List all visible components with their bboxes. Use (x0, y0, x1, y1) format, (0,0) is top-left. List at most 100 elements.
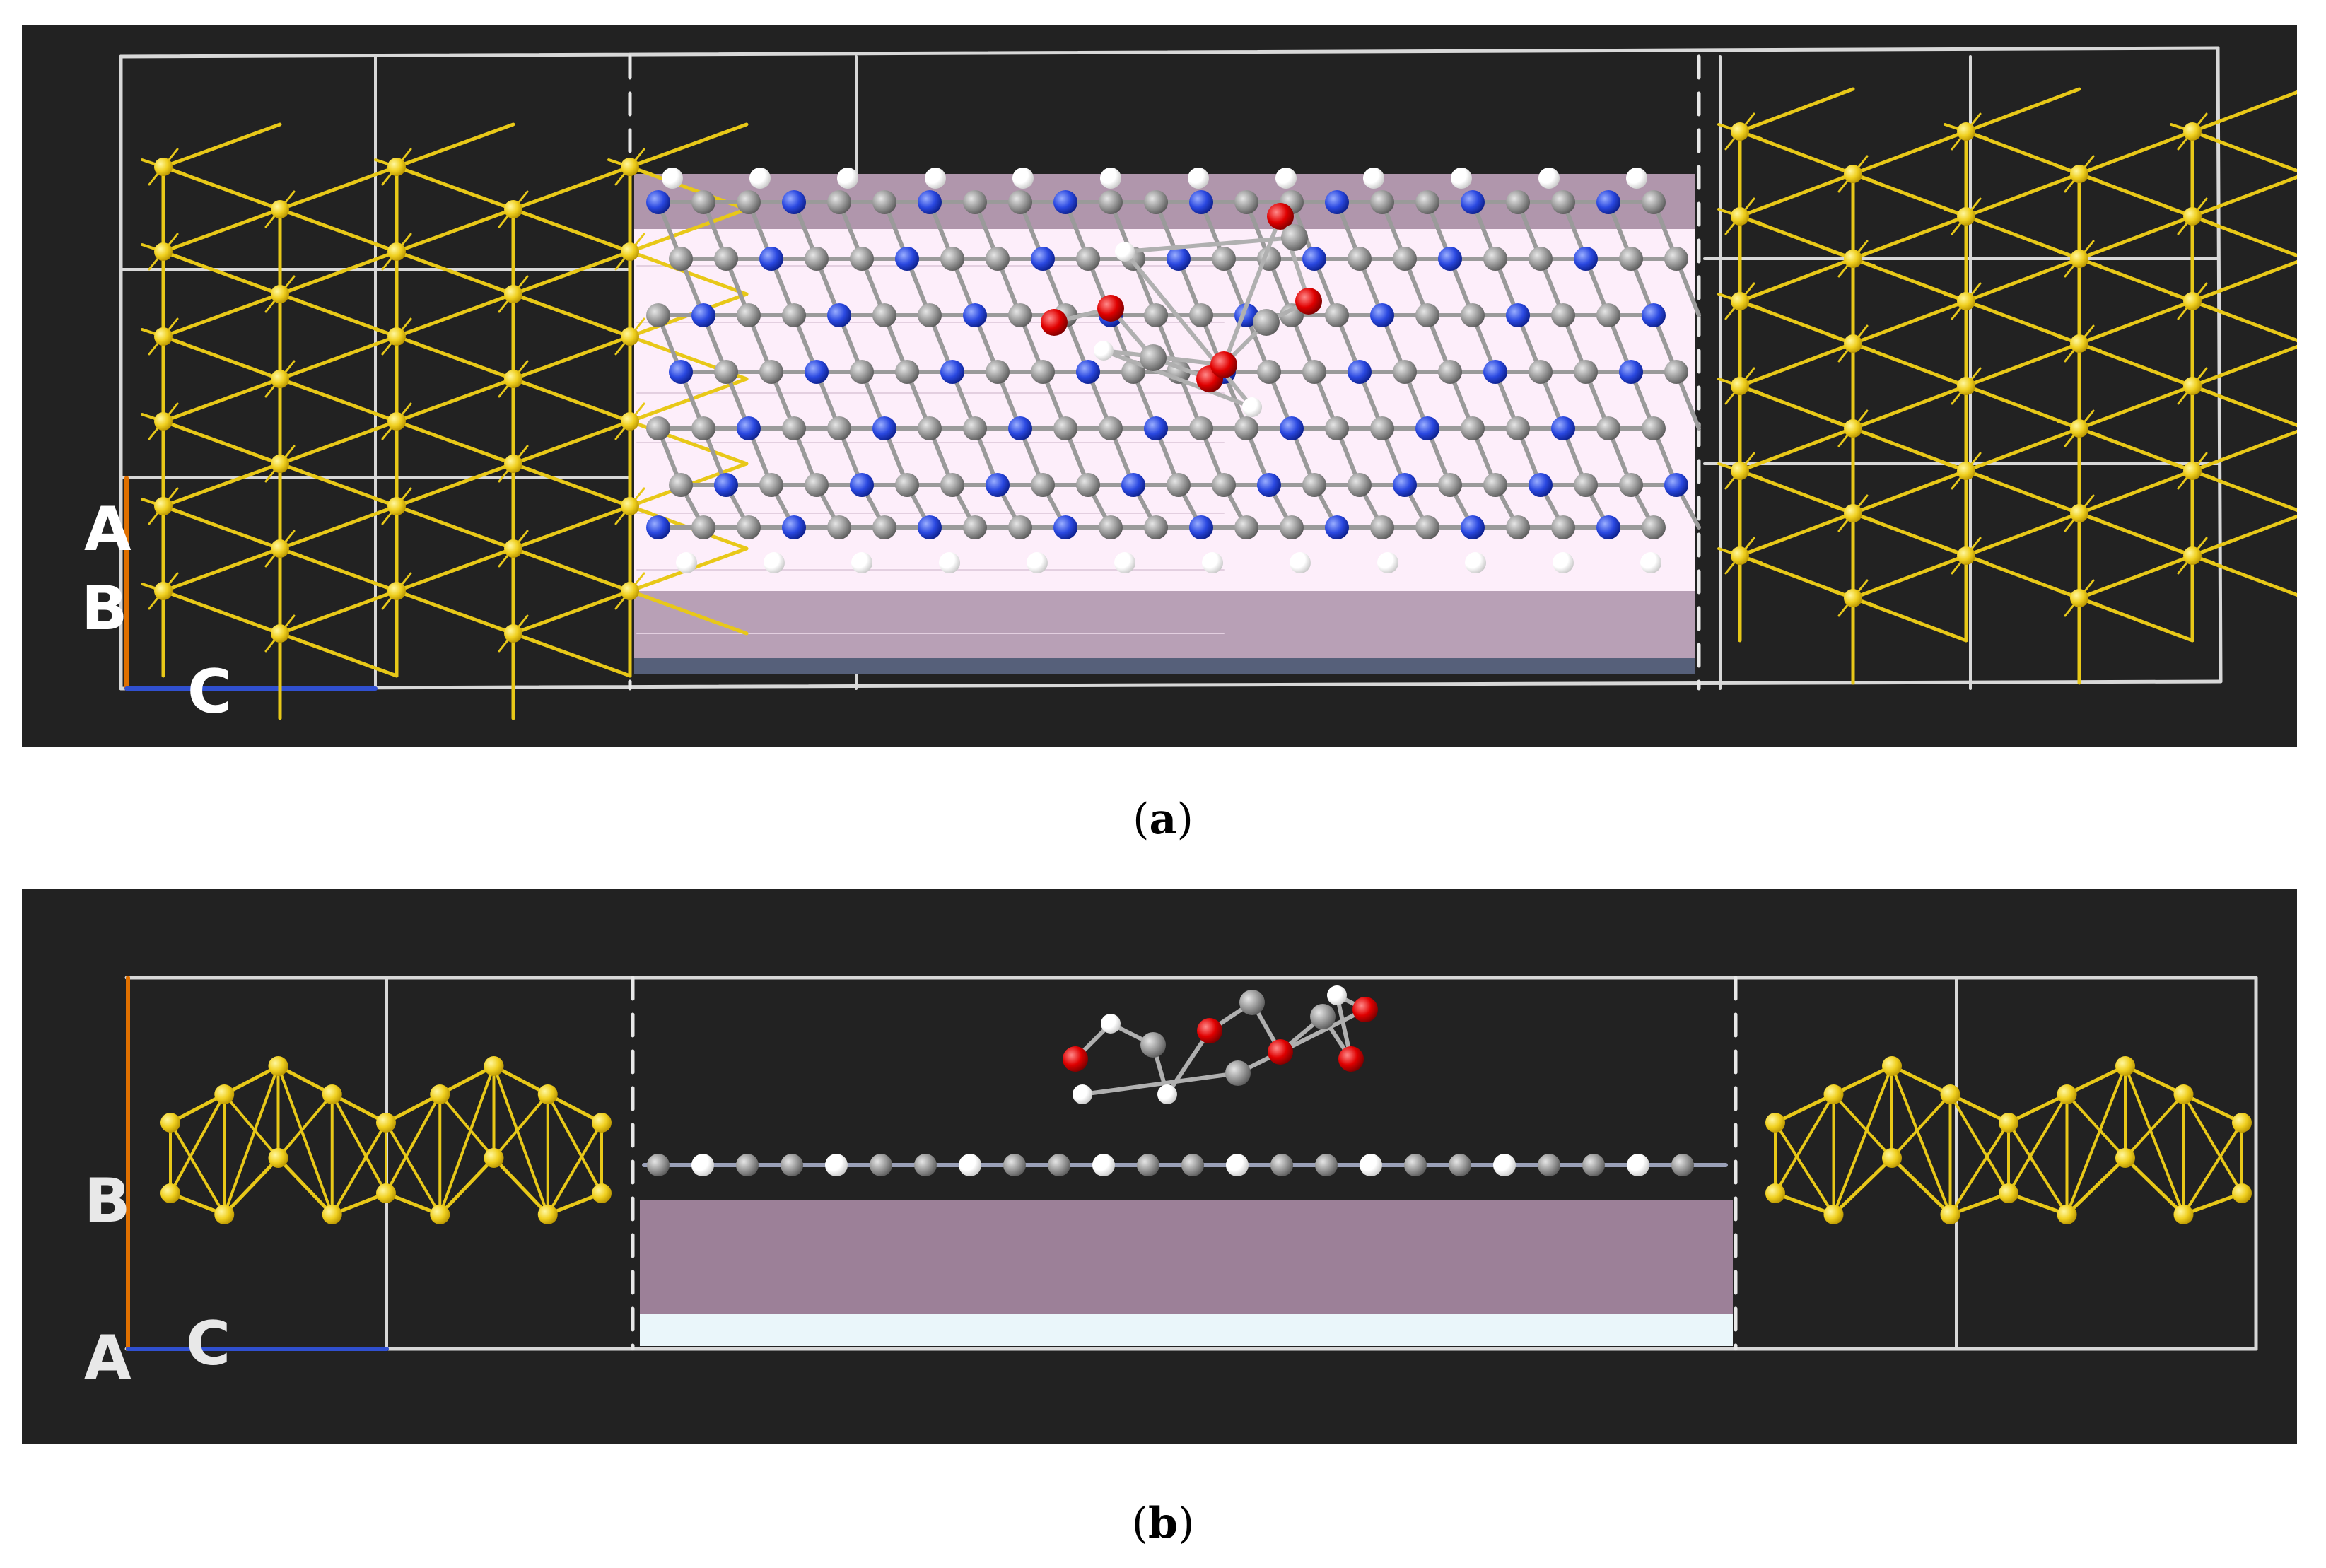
gold-atom (2183, 462, 2202, 480)
gold-atom (2183, 207, 2202, 226)
nitrogen-atom (1302, 247, 1326, 271)
gold-atom (154, 582, 173, 600)
gold-atom (2232, 1113, 2252, 1133)
gold-atom (154, 412, 173, 431)
carbon-atom (1551, 190, 1575, 214)
carbon-atom (1140, 1032, 1166, 1058)
nitrogen-atom (1008, 416, 1032, 440)
gold-bond (330, 1092, 388, 1125)
carbon-atom (940, 473, 964, 497)
gold-atom (2070, 504, 2088, 522)
gold-atom (1844, 334, 1862, 353)
gold-atom (1999, 1183, 2018, 1203)
gold-atom (537, 1084, 558, 1104)
gold-bond (395, 292, 515, 339)
gold-bond (161, 546, 282, 593)
hydrogen-atom (691, 1154, 714, 1176)
oxygen-atom (1268, 1039, 1293, 1065)
gold-atom (154, 242, 173, 261)
carbon-atom (963, 416, 987, 440)
gold-bond (2123, 1156, 2185, 1217)
nitrogen-atom (1619, 360, 1643, 384)
nitrogen-atom (872, 416, 896, 440)
gold-bond (1851, 129, 1968, 176)
gold-bond (2006, 1092, 2069, 1125)
carbon-atom (827, 190, 851, 214)
gold-bond (223, 1093, 280, 1159)
gold-atom (2232, 1183, 2252, 1203)
carbon-atom (1140, 344, 1167, 371)
hydrogen-atom (1100, 168, 1121, 189)
carbon-atom (986, 360, 1010, 384)
carbon-atom (1348, 247, 1372, 271)
gold-bond (1851, 554, 1968, 600)
carbon-atom (1449, 1154, 1471, 1176)
carbon-atom (1257, 360, 1281, 384)
gold-atom (2183, 546, 2202, 565)
oxygen-atom (1041, 309, 1068, 336)
molecule-bond (1080, 1071, 1240, 1096)
gold-atom (1999, 1113, 2018, 1133)
carbon-atom (669, 473, 693, 497)
gold-bond (492, 1065, 549, 1216)
hydrogen-atom (837, 168, 858, 189)
gold-atom (271, 370, 289, 388)
carbon-atom (1008, 515, 1032, 539)
gold-atom (2070, 250, 2088, 268)
hydrogen-atom (1115, 242, 1135, 262)
gold-atom (1844, 589, 1862, 607)
gold-bond (1738, 87, 1855, 134)
carbon-atom (1506, 515, 1530, 539)
carbon-atom (1031, 473, 1055, 497)
carbon-atom (1538, 1154, 1560, 1176)
carbon-atom (1212, 473, 1236, 497)
nitrogen-atom (782, 190, 806, 214)
gold-atom (1823, 1084, 1844, 1104)
gold-bond (1948, 1092, 2011, 1125)
gold-atom (376, 1183, 396, 1203)
gold-atom (271, 200, 289, 218)
carbon-atom (918, 303, 942, 327)
carbon-atom (781, 1154, 803, 1176)
gold-bond (1773, 1191, 1835, 1217)
nitrogen-atom (1325, 190, 1349, 214)
gold-bond (1774, 1093, 1835, 1195)
carbon-atom (1483, 247, 1507, 271)
gold-bond (628, 122, 749, 169)
gold-bond (1890, 1156, 1952, 1217)
hydrogen-atom (1626, 168, 1647, 189)
gold-bond (330, 1093, 387, 1195)
carbon-atom (691, 190, 715, 214)
gold-atom (214, 1205, 235, 1224)
gold-atom (1823, 1205, 1844, 1224)
carbon-atom (1619, 473, 1643, 497)
nitrogen-atom (1144, 416, 1168, 440)
gold-bond (546, 1093, 603, 1195)
gold-bond (1964, 511, 2081, 558)
oxygen-atom (1210, 351, 1237, 378)
gold-atom (504, 455, 522, 473)
gold-bond (2182, 1093, 2243, 1195)
gold-bond (2007, 1093, 2069, 1195)
gold-bond (2182, 1121, 2243, 1216)
gold-atom (2070, 419, 2088, 438)
gold-atom (387, 497, 406, 515)
isosurface-bottom-band (634, 591, 1695, 669)
gold-bond (2065, 1065, 2127, 1216)
nitrogen-atom (1053, 190, 1077, 214)
gold-atom (1882, 1148, 1902, 1168)
carbon-atom (827, 515, 851, 539)
carbon-atom (1596, 303, 1620, 327)
isosurface-slab (640, 1200, 1733, 1317)
gold-bond (2190, 175, 2297, 218)
gold-atom (2115, 1056, 2135, 1076)
gold-bond (1773, 1092, 1835, 1125)
carbon-atom (1404, 1154, 1427, 1176)
gold-bond (1738, 426, 1855, 473)
carbon-atom (1325, 303, 1349, 327)
gold-atom (387, 412, 406, 431)
cell-border (2216, 46, 2223, 684)
nitrogen-atom (646, 515, 670, 539)
gold-bond (2077, 469, 2194, 515)
gold-bond (438, 1064, 496, 1096)
